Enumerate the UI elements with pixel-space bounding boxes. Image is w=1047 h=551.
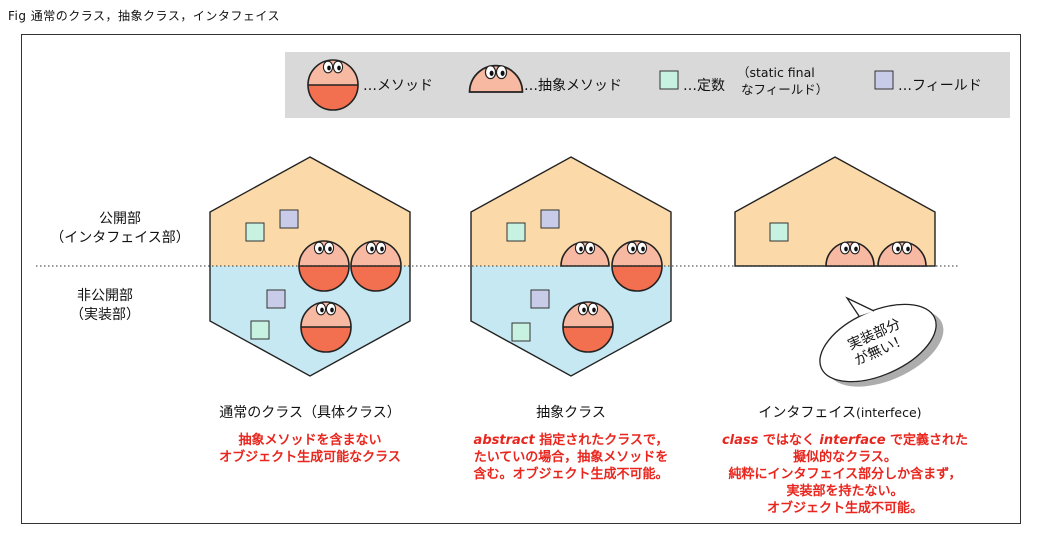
abstract-desc-line3: 含む。オブジェクト生成不可能。 (473, 467, 669, 482)
legend-constant-label: …定数 (683, 78, 725, 94)
legend-constant-icon (659, 70, 679, 90)
method-icon (563, 302, 613, 352)
public-label-line1: 公開部 (99, 211, 141, 227)
abstract-class-hexagon (470, 156, 672, 377)
abstract-desc-line1: abstract 指定されたクラスで， (473, 433, 669, 448)
private-label-line1: 非公開部 (77, 288, 133, 304)
speech-bubble (819, 296, 944, 387)
interface-desc-line4: 実装部を持たない。 (786, 484, 904, 499)
legend-constant-note-1: （static final (737, 65, 815, 80)
constant-icon (245, 222, 265, 242)
field-icon (266, 289, 286, 309)
constant-icon (506, 222, 526, 242)
class-keyword: class (721, 433, 759, 448)
field-icon (540, 209, 560, 229)
private-section-label: 非公開部 （実装部） (20, 287, 190, 325)
abstract-class-caption: 抽象クラス (471, 402, 671, 422)
private-label-line2: （実装部） (70, 307, 140, 323)
legend-abstract-method-label: …抽象メソッド (524, 78, 622, 94)
legend-abstract-method-icon (470, 66, 523, 92)
concrete-caption-main: 通常のクラス (219, 405, 303, 421)
field-icon (530, 289, 550, 309)
field-icon (279, 209, 299, 229)
abstract-class-description: abstract 指定されたクラスで， たいていの場合，抽象メソッドを 含む。オ… (451, 432, 691, 483)
legend-method-label: …メソッド (363, 78, 433, 94)
legend-constant-note-2: なフィールド） (741, 82, 829, 97)
legend-field-label: …フィールド (898, 78, 982, 94)
concrete-caption-sub: （具体クラス） (303, 405, 401, 421)
public-label-line2: （インタフェイス部） (50, 230, 190, 246)
abstract-keyword: abstract (473, 433, 535, 448)
concrete-class-caption: 通常のクラス（具体クラス） (210, 402, 410, 422)
legend-field-icon (874, 70, 894, 90)
interface-pentagon (734, 156, 936, 266)
interface-desc-line5: オブジェクト生成不可能。 (766, 501, 923, 516)
constant-icon (511, 322, 531, 342)
constant-icon (769, 222, 789, 242)
legend-method-icon (308, 60, 358, 110)
constant-icon (250, 320, 270, 340)
public-section-label: 公開部 （インタフェイス部） (35, 210, 205, 248)
interface-caption-main: インタフェイス (758, 405, 857, 421)
method-icon (301, 302, 351, 352)
interface-keyword: interface (819, 433, 886, 448)
concrete-class-hexagon (209, 156, 411, 377)
interface-description: class ではなく interface で定義された 擬似的なクラス。 純粋に… (690, 432, 1000, 517)
interface-desc-line1: class ではなく interface で定義された (721, 433, 969, 448)
abstract-caption-main: 抽象クラス (536, 405, 606, 421)
abstract-desc-line2: たいていの場合，抽象メソッドを (473, 450, 669, 465)
concrete-desc-line2: オブジェクト生成可能なクラス (219, 450, 401, 465)
concrete-desc-line1: 抽象メソッドを含まない (238, 433, 382, 448)
interface-caption-sub: (interfece) (856, 405, 922, 420)
figure-frame (21, 34, 1021, 524)
interface-desc-line3: 純粋にインタフェイス部分しか含まず， (728, 467, 962, 482)
interface-caption: インタフェイス(interfece) (720, 402, 960, 422)
interface-desc-line2: 擬似的なクラス。 (793, 450, 897, 465)
concrete-class-description: 抽象メソッドを含まない オブジェクト生成可能なクラス (190, 432, 430, 466)
figure-title: Fig 通常のクラス，抽象クラス，インタフェイス (8, 9, 280, 23)
